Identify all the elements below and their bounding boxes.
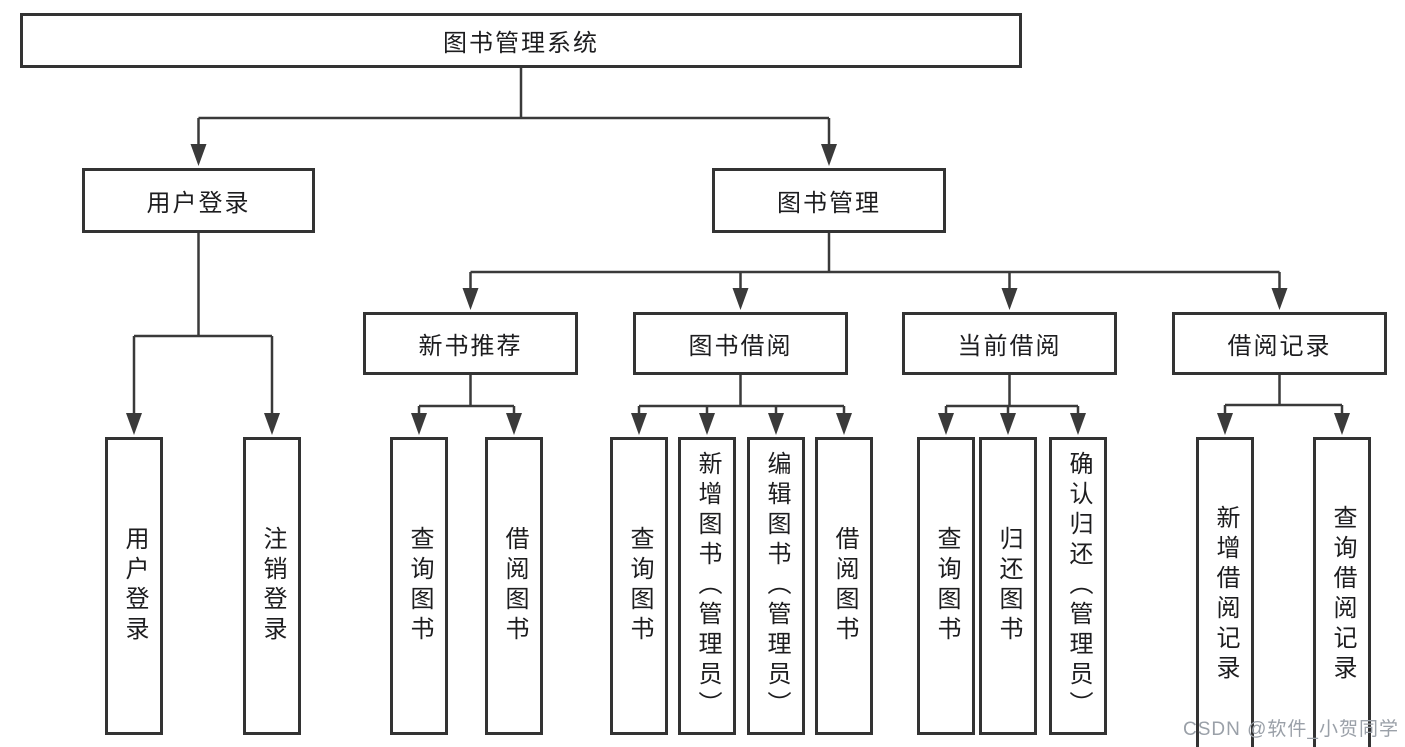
leaf-query-books-2: 查询图书	[610, 437, 668, 735]
leaf-query-borrow-record: 查询借阅记录	[1313, 437, 1371, 747]
leaf-confirm-return-admin-label: 确认归还（管理员）	[1065, 451, 1092, 721]
node-new-book-recommend: 新书推荐	[363, 312, 578, 375]
leaf-query-borrow-record-label: 查询借阅记录	[1329, 504, 1356, 685]
leaf-query-books-2-label: 查询图书	[626, 526, 653, 646]
node-borrow-records: 借阅记录	[1172, 312, 1387, 375]
leaf-add-book-admin-label: 新增图书（管理员）	[694, 451, 721, 721]
leaf-borrow-books-1: 借阅图书	[485, 437, 543, 735]
leaf-add-book-admin: 新增图书（管理员）	[678, 437, 736, 735]
leaf-edit-book-admin: 编辑图书（管理员）	[747, 437, 805, 735]
node-root: 图书管理系统	[20, 13, 1022, 68]
watermark: CSDN @软件_小贺同学	[1183, 719, 1399, 740]
node-current-borrow: 当前借阅	[902, 312, 1117, 375]
leaf-query-books-1-label: 查询图书	[406, 526, 433, 646]
leaf-borrow-books-2: 借阅图书	[815, 437, 873, 735]
leaf-add-borrow-record: 新增借阅记录	[1196, 437, 1254, 747]
leaf-logout: 注销登录	[243, 437, 301, 735]
leaf-return-book: 归还图书	[979, 437, 1037, 735]
node-book-borrow: 图书借阅	[633, 312, 848, 375]
leaf-user-login: 用户登录	[105, 437, 163, 735]
node-book-management: 图书管理	[712, 168, 946, 233]
leaf-edit-book-admin-label: 编辑图书（管理员）	[763, 451, 790, 721]
leaf-user-login-label: 用户登录	[121, 526, 148, 646]
leaf-borrow-books-1-label: 借阅图书	[501, 526, 528, 646]
leaf-logout-label: 注销登录	[259, 526, 286, 646]
leaf-query-books-1: 查询图书	[390, 437, 448, 735]
node-user-login: 用户登录	[82, 168, 315, 233]
leaf-add-borrow-record-label: 新增借阅记录	[1212, 504, 1239, 685]
leaf-query-books-3-label: 查询图书	[933, 526, 960, 646]
leaf-borrow-books-2-label: 借阅图书	[831, 526, 858, 646]
leaf-return-book-label: 归还图书	[995, 526, 1022, 646]
leaf-confirm-return-admin: 确认归还（管理员）	[1049, 437, 1107, 735]
leaf-query-books-3: 查询图书	[917, 437, 975, 735]
